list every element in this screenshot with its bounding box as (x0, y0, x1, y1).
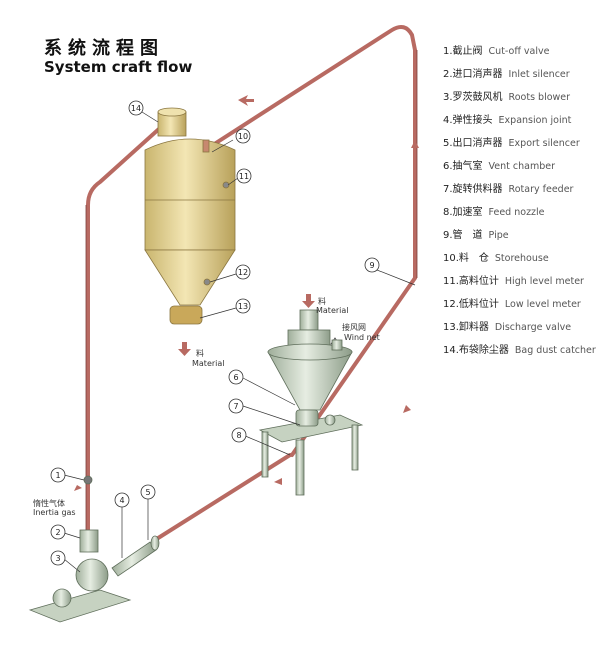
cut-off-valve (83, 475, 93, 485)
title-english: System craft flow (44, 58, 193, 76)
callout-2: 2 (55, 528, 60, 537)
discharge-valve (169, 305, 203, 325)
material-out-en: Material (192, 359, 225, 368)
callout-14: 14 (131, 104, 141, 113)
export-silencer (111, 541, 157, 577)
inlet-silencer (79, 529, 99, 553)
inertia-gas-en: Inertia gas (33, 508, 76, 517)
wind-net-en: Wind net (344, 333, 380, 342)
callout-10: 10 (238, 132, 248, 141)
callout-11: 11 (239, 172, 249, 181)
arrow-icon (74, 485, 82, 491)
material-in-cn: 料 (318, 296, 326, 306)
low-level-meter (203, 278, 211, 286)
arrow-icon (411, 140, 419, 148)
arrow-icon (238, 95, 254, 106)
flow-arrows (74, 95, 419, 491)
wind-net-cn: 接风网 (342, 322, 366, 332)
callout-1: 1 (55, 471, 60, 480)
pipe-bottom (153, 453, 292, 542)
callout-8: 8 (236, 431, 241, 440)
callout-5: 5 (145, 488, 150, 497)
pipe-top (203, 24, 417, 457)
feeder-station (258, 309, 364, 496)
callout-3: 3 (55, 554, 60, 563)
arrow-icon (274, 478, 282, 485)
material-out-cn: 料 (196, 348, 204, 358)
blower-assembly (28, 475, 160, 623)
title-chinese: 系统流程图 (44, 38, 164, 59)
roots-blower (75, 558, 109, 592)
storehouse (144, 107, 236, 325)
callout-12: 12 (238, 268, 248, 277)
callout-7: 7 (233, 402, 238, 411)
callout-6: 6 (233, 373, 238, 382)
rotary-feeder (295, 409, 319, 427)
callouts (50, 100, 380, 566)
inertia-gas-cn: 惰性气体 (33, 498, 65, 508)
callout-9: 9 (369, 261, 374, 270)
pipe-vertical-left (86, 126, 162, 542)
callout-13: 13 (238, 302, 248, 311)
high-level-meter (222, 181, 230, 189)
material-in-en: Material (316, 306, 349, 315)
callout-4: 4 (119, 496, 124, 505)
arrow-icon (403, 405, 411, 413)
